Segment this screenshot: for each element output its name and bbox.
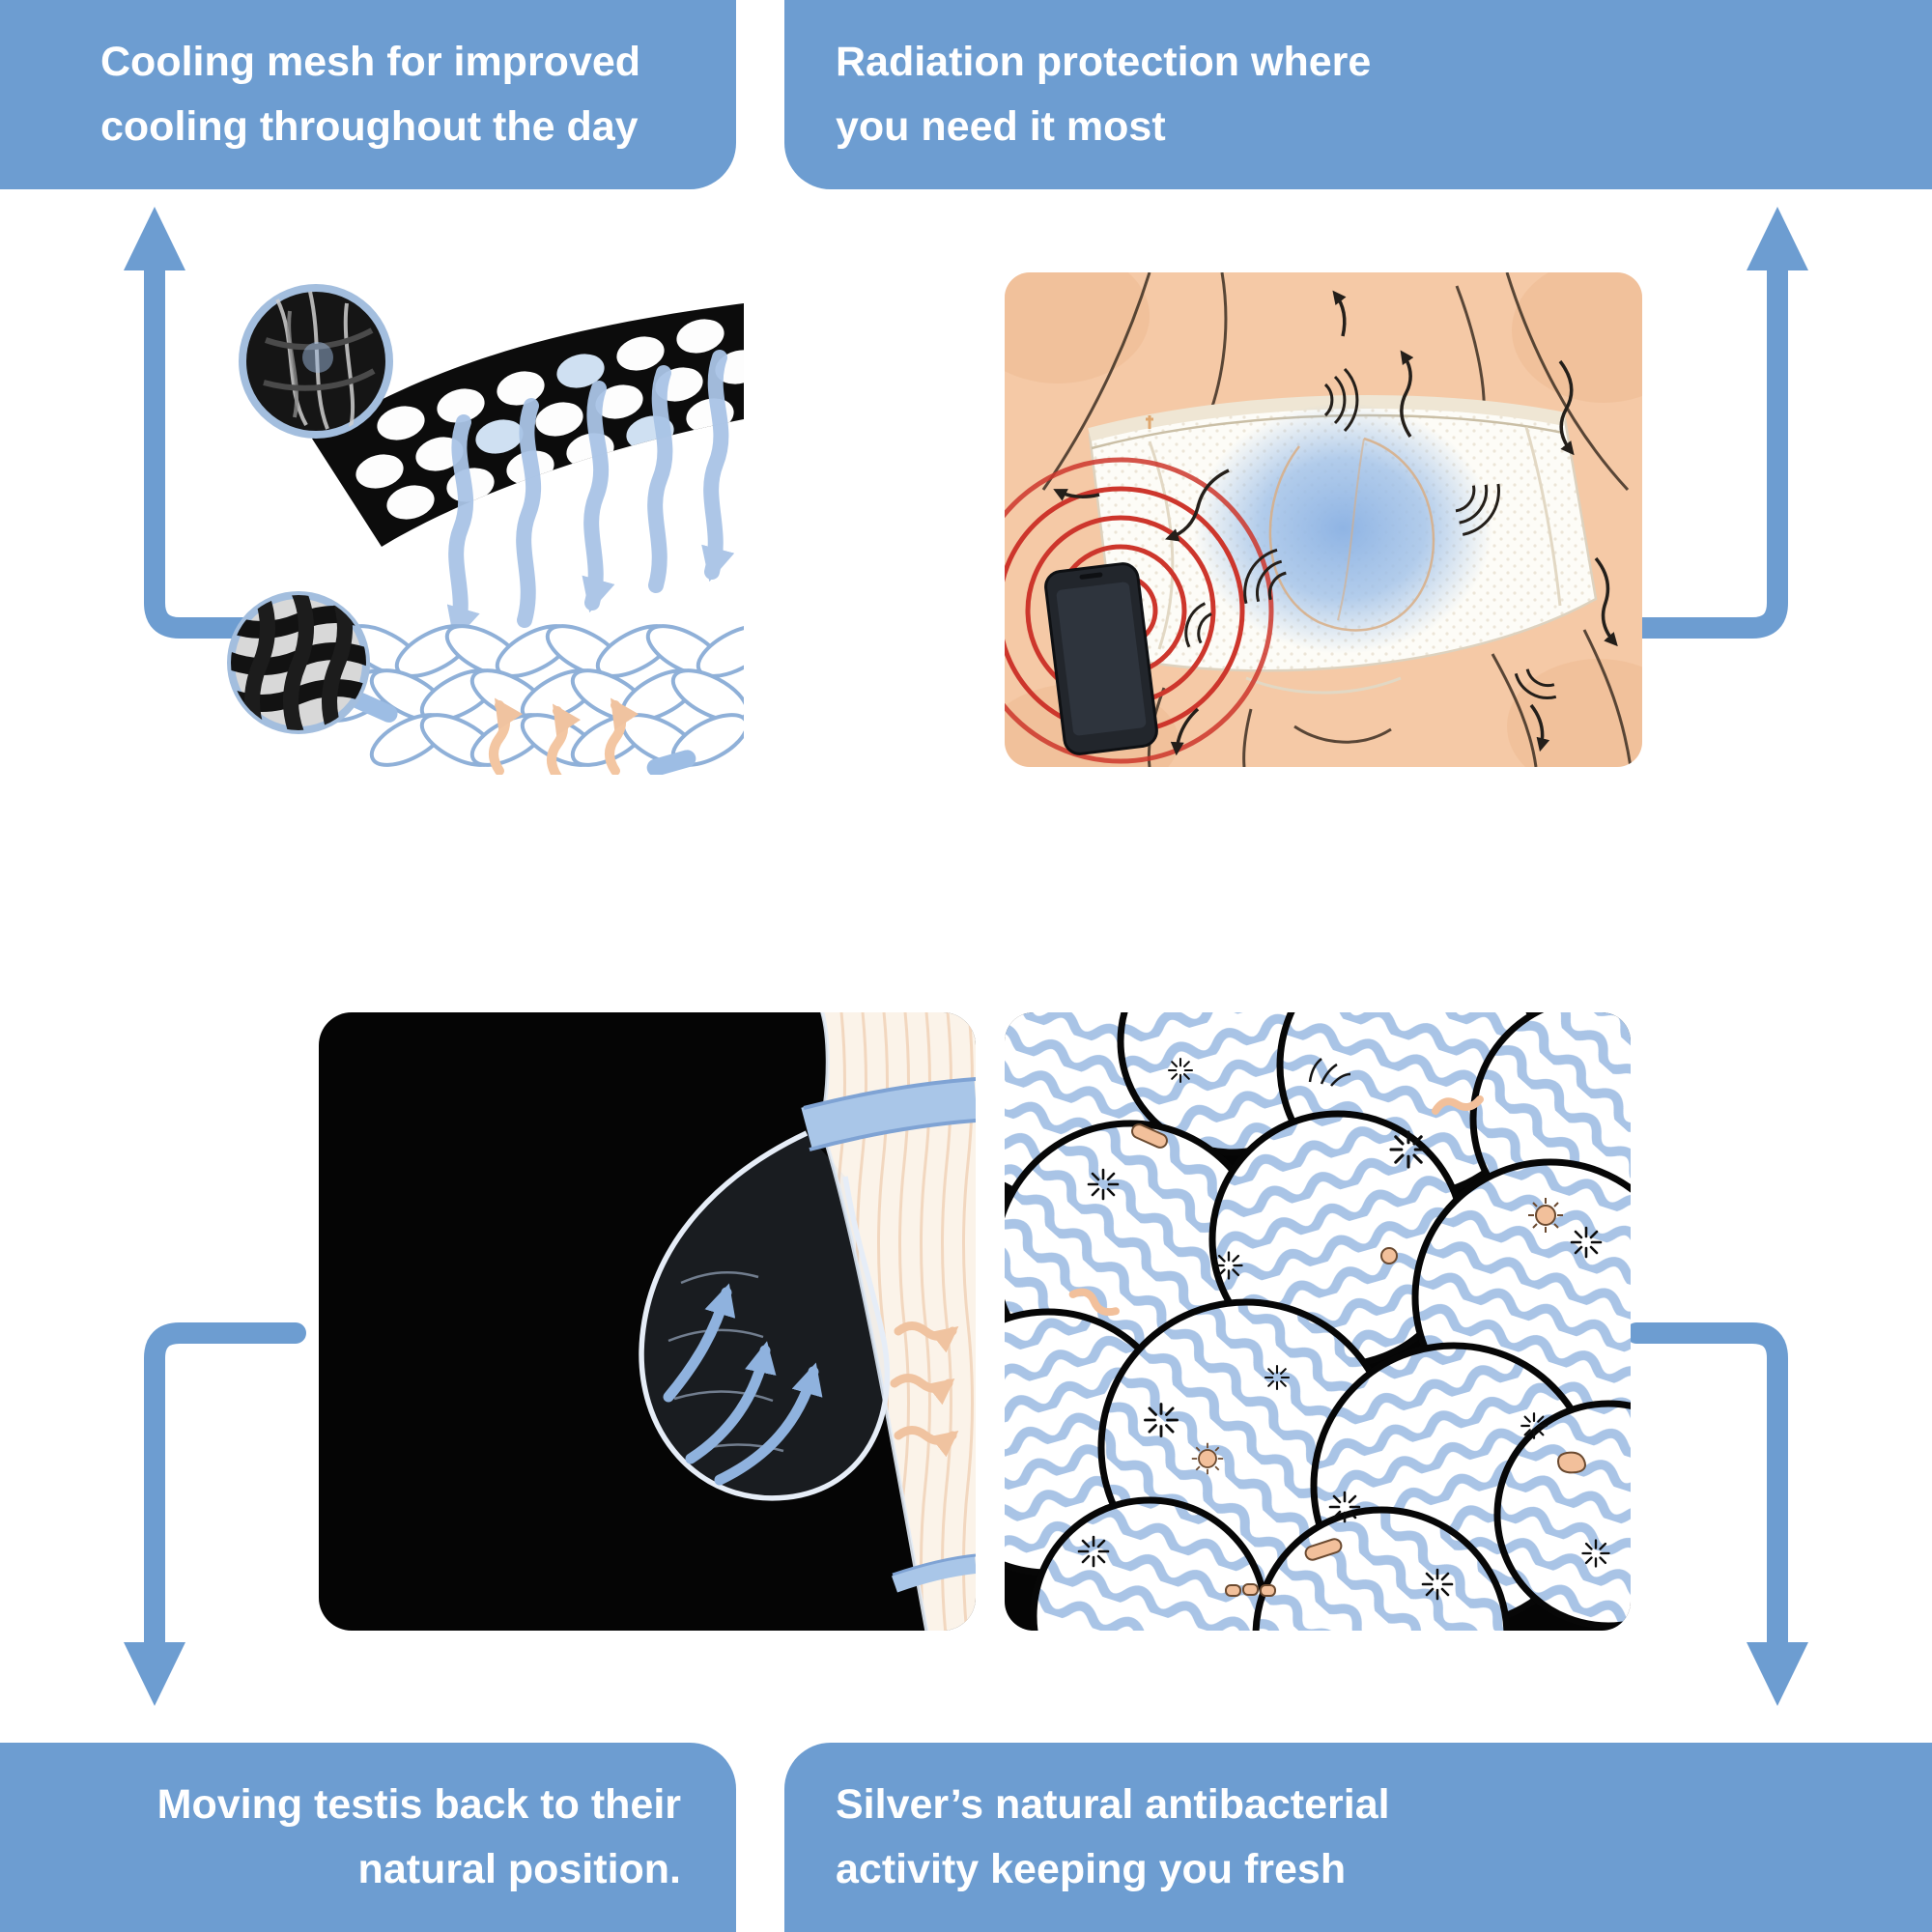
body-area: [821, 1012, 976, 1631]
banner-text: Silver’s natural antibacterial activity …: [836, 1773, 1816, 1901]
woven-fabric: [319, 624, 744, 767]
banner-text: Cooling mesh for improved cooling throug…: [100, 30, 707, 158]
mesh-micrograph-inset: [239, 284, 393, 439]
leg-hem: [892, 1553, 976, 1593]
support-pouch: [639, 1130, 891, 1501]
arrow-down-icon: [124, 1322, 306, 1706]
banner-line: Cooling mesh for improved: [100, 39, 641, 86]
silver-fiber-strands: [1005, 1012, 1631, 1631]
waistband: [801, 1077, 976, 1151]
banner-line: Radiation protection where: [836, 39, 1372, 86]
banner-line: activity keeping you fresh: [836, 1846, 1347, 1892]
body-contours: [1041, 272, 1633, 767]
arrow-up-icon: [1626, 207, 1808, 639]
warm-air-arrows: [489, 697, 639, 775]
arrow-down-icon: [1626, 1322, 1808, 1706]
arrow-up-icon: [124, 207, 306, 639]
banner-cooling-mesh: Cooling mesh for improved cooling throug…: [0, 0, 736, 189]
pouch-outline: [1268, 437, 1435, 632]
brand-mark: [1146, 415, 1153, 429]
protection-glow: [1193, 403, 1492, 654]
banner-text: Radiation protection where you need it m…: [836, 30, 1816, 158]
banner-line: cooling throughout the day: [100, 103, 639, 150]
radiation-protection-illustration: [1005, 272, 1642, 767]
radiation-arrows: [1053, 290, 1618, 756]
antibacterial-fabric-illustration: [1005, 1012, 1631, 1631]
lift-arrows: [663, 1283, 823, 1486]
banner-line: you need it most: [836, 103, 1166, 150]
body-edge: [818, 1012, 929, 1631]
banner-line: Silver’s natural antibacterial: [836, 1781, 1390, 1829]
banner-silver-antibacterial: Silver’s natural antibacterial activity …: [784, 1743, 1932, 1932]
airflow-ribbons: [446, 350, 735, 642]
cooling-mesh-illustration: [227, 284, 744, 775]
banner-text: Moving testis back to their natural posi…: [39, 1773, 681, 1901]
yarn-tube-ends: [350, 692, 696, 775]
banner-line: natural position.: [357, 1846, 681, 1892]
pouch-support-illustration: [319, 1012, 976, 1631]
signal-arcs: [1184, 367, 1557, 699]
weave-micrograph-inset: [227, 591, 370, 734]
banner-testis-position: Moving testis back to their natural posi…: [0, 1743, 736, 1932]
phone: [1044, 562, 1158, 755]
warmth-arrows: [890, 1321, 959, 1458]
banner-line: Moving testis back to their: [156, 1781, 681, 1829]
banner-radiation-protection: Radiation protection where you need it m…: [784, 0, 1932, 189]
bacteria: [1068, 1058, 1586, 1597]
